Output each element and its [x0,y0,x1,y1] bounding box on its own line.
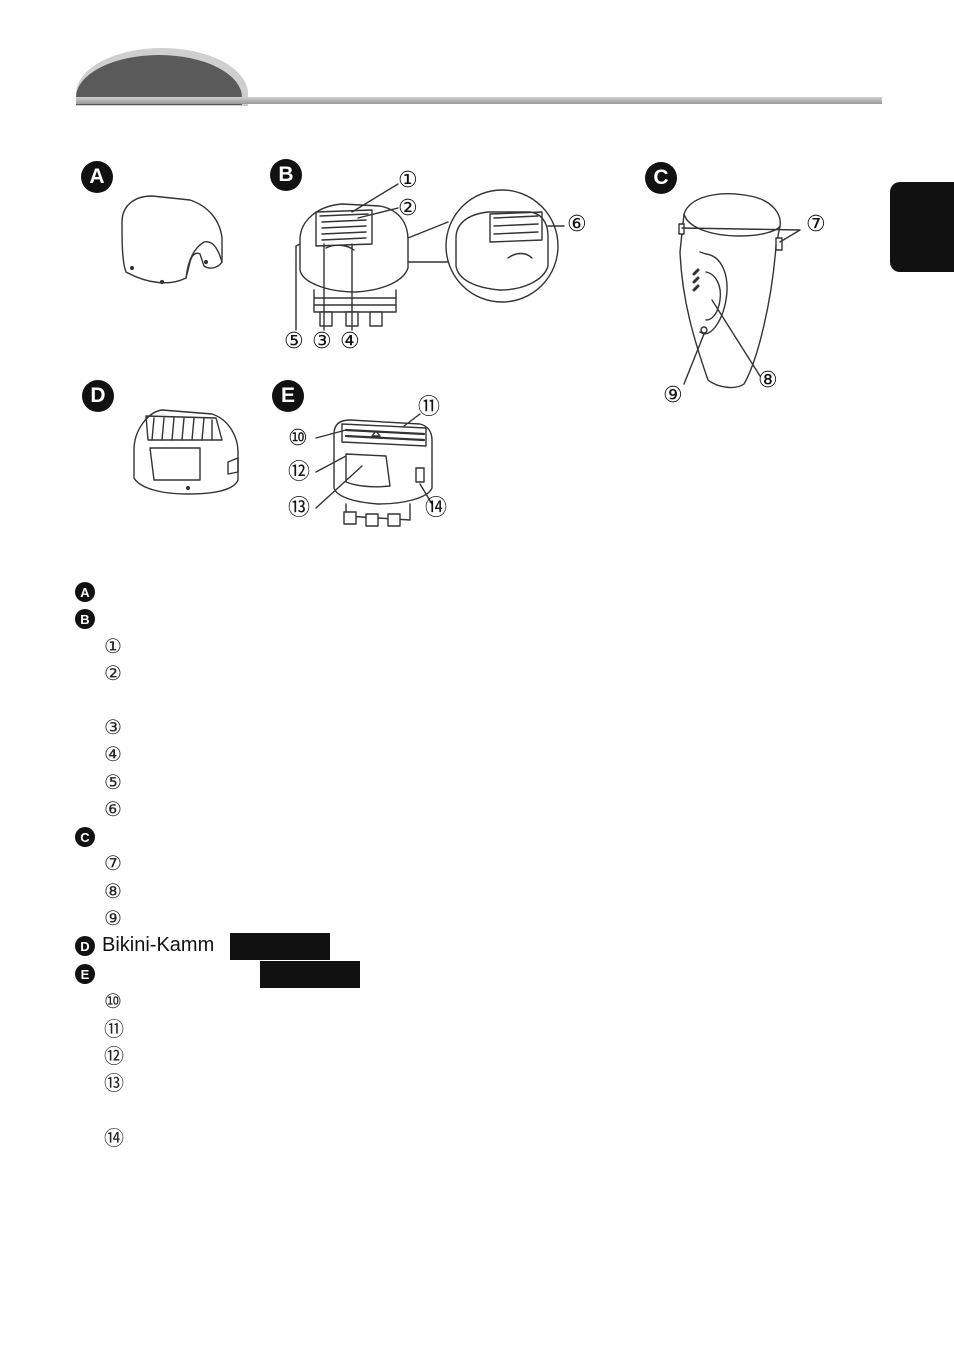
legend-number-1: ① [104,634,122,658]
callout-14: ⑭ [425,496,448,521]
legend-badge-e: E [75,964,95,984]
epilation-head-illustration [295,183,565,331]
badge-a: A [81,161,113,193]
bikini-comb-illustration [133,409,239,495]
badge-e: E [272,380,304,412]
callout-8: ⑧ [758,368,778,393]
bikini-comb-label: Bikini-Kamm [102,934,215,956]
callout-2: ② [398,196,418,221]
shaver-head-illustration [315,413,433,527]
badge-c: C [645,162,677,194]
legend-number-3: ③ [104,715,122,739]
parts-illustration [121,183,801,527]
badge-b: B [270,159,302,191]
legend-number-12: ⑫ [104,1044,124,1068]
language-side-tab [890,182,954,272]
callout-6: ⑥ [567,212,587,237]
legend-badge-b: B [75,609,95,629]
legend-number-7: ⑦ [104,851,122,875]
callout-13: ⑬ [288,496,311,521]
legend-number-11: ⑪ [104,1017,124,1041]
callout-12: ⑫ [288,460,311,485]
label-box-e [260,961,360,988]
callout-11: ⑪ [418,395,441,420]
callout-4: ④ [340,329,360,354]
legend-number-8: ⑧ [104,879,122,903]
legend-number-14: ⑭ [104,1126,124,1150]
legend-number-9: ⑨ [104,906,122,930]
callout-10: ⑩ [288,426,308,451]
legend-badge-c: C [75,827,95,847]
legend-badge-d: D [75,936,95,956]
callout-3: ③ [312,329,332,354]
callout-5: ⑤ [284,329,304,354]
badge-d: D [82,380,114,412]
legend-number-4: ④ [104,742,122,766]
callout-1: ① [398,168,418,193]
cap-illustration [121,195,223,285]
legend-number-5: ⑤ [104,770,122,794]
legend-number-6: ⑥ [104,797,122,821]
legend-badge-a: A [75,582,95,602]
epilator-body-illustration [678,193,801,389]
section-header-rule [76,97,882,104]
callout-9: ⑨ [663,383,683,408]
legend-number-10: ⑩ [104,989,122,1013]
callout-7: ⑦ [806,212,826,237]
legend-number-2: ② [104,661,122,685]
legend-number-13: ⑬ [104,1071,124,1095]
label-box-d [230,933,330,960]
